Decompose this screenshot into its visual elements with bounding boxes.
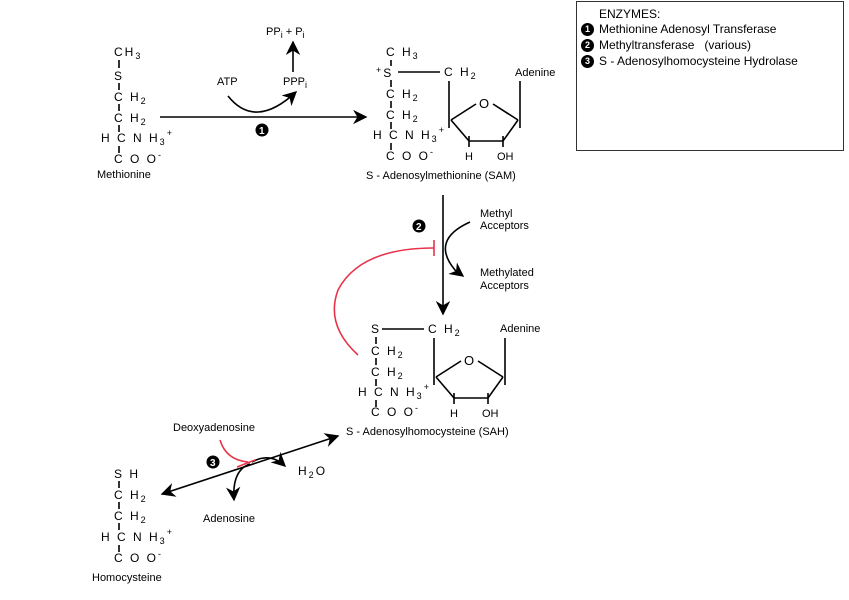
sam-coo: C O O- [386,147,435,163]
legend-item-2: 2 Methyltransferase (various) [581,38,751,52]
atp-label: ATP [217,76,238,88]
inhibition-bar [236,459,256,468]
sam-structure: C H3 +S C H2 C H2 C H2 H C N H3+ C O O- … [366,45,555,182]
homocysteine-hcnh3: H C N H3+ [101,527,174,546]
methionine-ch3: CH3 [114,45,142,61]
enzyme-1-legend-badge: 1 [581,22,594,36]
ring-bond [492,103,519,121]
sam-ring-h: H [465,151,473,163]
reversible-arrow-3 [160,433,340,497]
sam-ch2-link: C H2 [444,65,478,81]
methionine-coo: C O O- [114,150,163,166]
methionine-ch2-b: C H2 [114,111,148,127]
step-1-reaction: ATP PPPi PPi + Pi 1 [160,26,368,137]
sah-coo: C O O- [371,403,420,419]
sah-ch2-link: C H2 [428,322,462,338]
enzyme-3-badge [206,455,220,469]
ring-bond [477,360,504,378]
enzyme-legend: ENZYMES: 1 Methionine Adenosyl Transfera… [576,1,844,151]
pppi-label: PPPi [283,76,307,90]
homocysteine-structure: S H C H2 C H2 H C N H3+ C O O- Homocyste… [92,467,174,584]
methylated-acceptors-l2: Acceptors [480,280,529,292]
sah-hcnh3: H C N H3+ [358,382,431,401]
sam-sulfonium: +S [376,65,393,80]
legend-item-label: Methyltransferase (various) [599,38,752,52]
methionine-label: Methionine [97,169,151,181]
adenosine-arrow [225,463,251,502]
legend-item-label: Methionine Adenosyl Transferase [599,22,777,36]
ring-bond [450,103,477,121]
sam-ring-oh: OH [497,151,514,163]
sah-structure: S C H2 C H2 C H2 H C N H3+ C O O- O H OH… [346,322,540,438]
enzyme-3-number: 3 [210,458,216,469]
sah-s: S [371,322,381,336]
sah-ring-o: O [464,353,474,368]
ring-bond [435,360,462,378]
sah-ring-h: H [450,408,458,420]
methionine-ch2-a: C H2 [114,90,148,106]
legend-item-3: 3 S - Adenosylhomocysteine Hydrolase [581,54,798,68]
methyl-acceptors-l2: Acceptors [480,220,529,232]
homocysteine-sh: S H [114,467,140,481]
methionine-structure: CH3 S C H2 C H2 H C N H3+ C O O- Methion… [97,45,174,181]
adenosine-label: Adenosine [203,513,255,525]
homocysteine-ch2-a: C H2 [114,488,148,504]
methyl-transfer-arrow [444,221,471,277]
deoxyadenosine-inhibition [219,439,249,463]
enzyme-2-legend-badge: 2 [581,38,594,52]
step-2-reaction: Methyl Acceptors Methylated Acceptors 2 [333,195,534,356]
methyl-acceptors-l1: Methyl [480,208,512,220]
ppi-pi-label: PPi + Pi [266,26,305,40]
step-3-reaction: H2O Adenosine Deoxyadenosine 3 [160,422,340,525]
sam-label: S - Adenosylmethionine (SAM) [366,170,516,182]
legend-title: ENZYMES: [599,7,661,21]
homocysteine-ch2-b: C H2 [114,509,148,525]
enzyme-1-number: 1 [259,126,265,137]
ring-bond [435,376,504,399]
enzyme-3-legend-badge: 3 [581,54,594,68]
legend-item-label: S - Adenosylhomocysteine Hydrolase [599,54,798,68]
sah-ch2-b: C H2 [371,365,405,381]
enzyme-2-badge [412,219,426,233]
methionine-hcnh3: H C N H3+ [101,128,174,147]
sam-hcnh3: H C N H3+ [373,125,446,144]
sah-adenine: Adenine [500,323,540,335]
atp-arrow [227,91,298,113]
sam-ring-o: O [479,96,489,111]
sam-adenine: Adenine [515,67,555,79]
homocysteine-label: Homocysteine [92,572,162,584]
sam-ch3: C H3 [386,45,420,61]
sah-feedback-inhibition [333,247,435,356]
sam-ch2-a: C H2 [386,87,420,103]
water-label: H2O [298,464,327,480]
methionine-s: S [114,69,124,83]
methylated-acceptors-l1: Methylated [480,267,534,279]
sah-label: S - Adenosylhomocysteine (SAH) [346,426,509,438]
enzyme-2-number: 2 [416,222,422,233]
ring-bond [450,119,519,142]
deoxyadenosine-label: Deoxyadenosine [173,422,255,434]
sah-ring-oh: OH [482,408,499,420]
legend-item-1: 1 Methionine Adenosyl Transferase [581,22,776,36]
sah-ch2-a: C H2 [371,344,405,360]
sam-ch2-b: C H2 [386,108,420,124]
enzyme-1-badge [255,123,269,137]
homocysteine-coo: C O O- [114,549,163,565]
